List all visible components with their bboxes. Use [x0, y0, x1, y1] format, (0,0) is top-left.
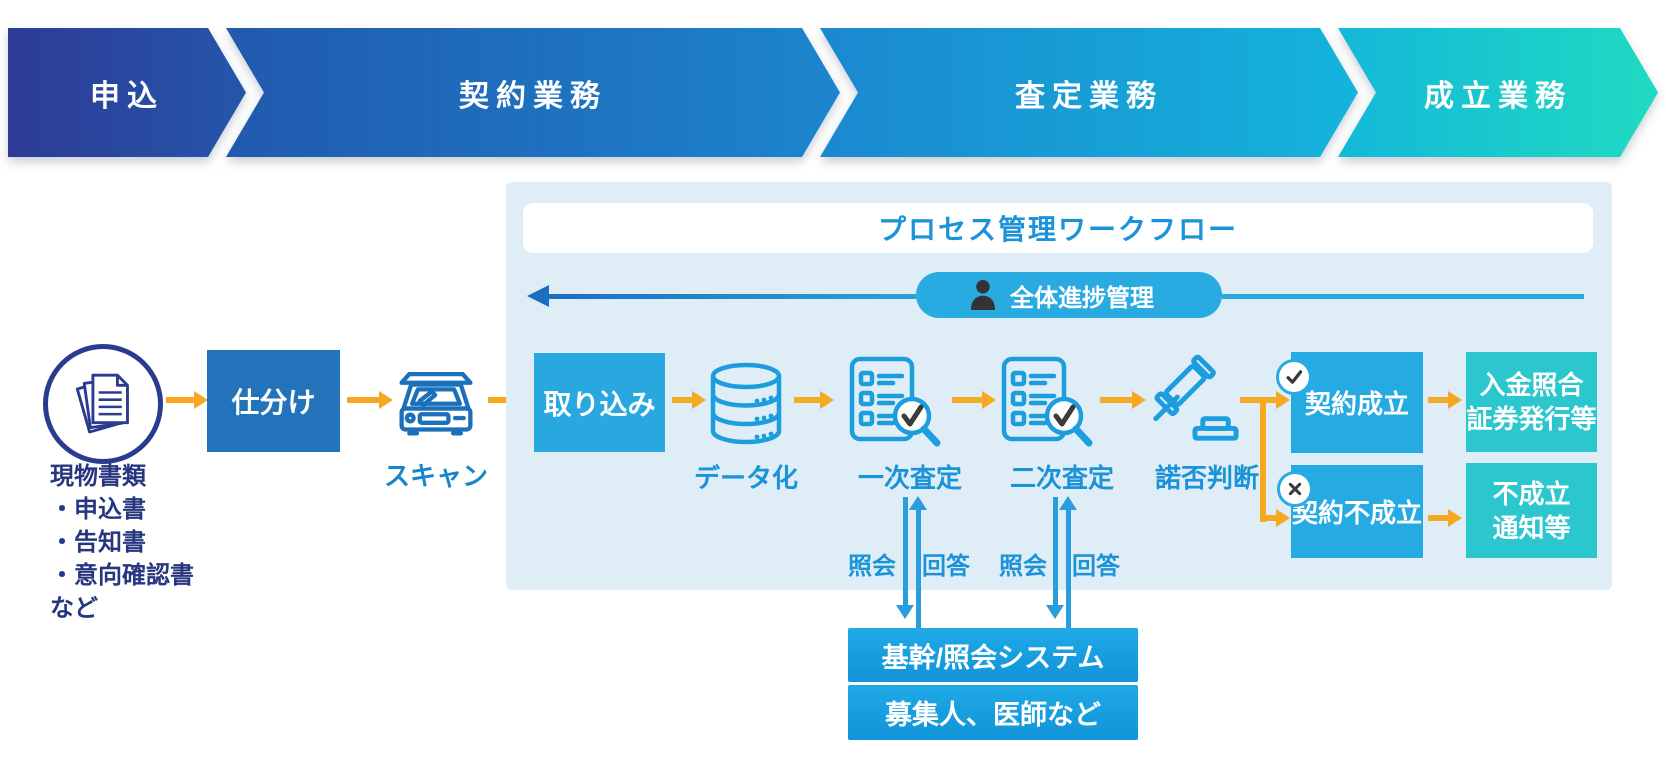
arrow-assess1-to-assess2 [952, 391, 996, 409]
rejected-next-line2: 通知等 [1492, 512, 1571, 543]
progress-line-right [1222, 294, 1584, 299]
arrow-import-to-data [672, 391, 706, 409]
inquiry-down-arrowhead-2 [1046, 605, 1064, 619]
arrow-branch-to-approved [1263, 391, 1290, 409]
caption-line: など [50, 595, 98, 622]
branch-vertical-line [1260, 397, 1266, 522]
phase-banner: 申込 契約業務 査定業務 成立業務 [0, 0, 1666, 170]
progress-arrowhead-icon [527, 285, 549, 307]
person-icon [971, 280, 995, 310]
people-box: 募集人、医師など [848, 685, 1138, 740]
reply-up-line-1 [916, 510, 921, 628]
reply-label-2: 回答 [1072, 553, 1120, 580]
overall-progress-label: 全体進捗管理 [1010, 284, 1154, 312]
phase-contract-work: 契約業務 [226, 28, 840, 157]
scanner-icon [399, 371, 473, 436]
caption-line: ・意向確認書 [50, 562, 194, 589]
core-system-label: 基幹/照会システム [881, 642, 1105, 673]
approved-next-line2: 証券発行等 [1466, 404, 1597, 434]
sort-step-label: 仕分け [231, 387, 316, 418]
sort-step-box: 仕分け [207, 350, 340, 452]
workflow-title: プロセス管理ワークフロー [877, 214, 1238, 245]
core-system-box: 基幹/照会システム [848, 628, 1138, 682]
workflow-title-bar: プロセス管理ワークフロー [523, 203, 1593, 253]
phase-label: 契約業務 [459, 79, 607, 113]
approved-box: 契約成立 [1291, 352, 1423, 453]
import-step-box: 取り込み [534, 353, 665, 452]
document-stack-icon [75, 373, 129, 434]
reply-up-arrowhead-2 [1059, 496, 1077, 510]
caption-line: ・申込書 [50, 496, 146, 523]
phase-completion-work: 成立業務 [1338, 28, 1658, 157]
import-step-label: 取り込み [543, 388, 656, 420]
inquiry-label-2: 照会 [999, 553, 1047, 580]
checklist-magnifier-icon [1001, 356, 1093, 447]
check-badge-icon [1276, 359, 1312, 395]
arrow-sort-to-scan [347, 391, 393, 409]
rejected-box: 契約不成立 [1291, 465, 1423, 558]
people-label: 募集人、医師など [885, 700, 1101, 730]
physical-documents-circle [43, 344, 163, 464]
physical-documents-caption: 現物書類 ・申込書 ・告知書 ・意向確認書 など [50, 460, 290, 625]
arrow-assess2-to-decision [1100, 391, 1146, 409]
cross-badge-icon [1277, 471, 1313, 507]
overall-progress-pill: 全体進捗管理 [916, 272, 1222, 318]
digitize-step-label: データ化 [693, 463, 798, 493]
arrow-approved-to-next [1428, 391, 1462, 409]
rejected-next-line1: 不成立 [1492, 478, 1571, 509]
phase-assessment-work: 査定業務 [820, 28, 1358, 157]
phase-label: 申込 [90, 79, 164, 113]
arrow-data-to-assess1 [794, 391, 834, 409]
checklist-magnifier-icon [849, 356, 941, 447]
approved-next-box: 入金照合 証券発行等 [1466, 352, 1597, 452]
rejected-next-box: 不成立 通知等 [1466, 463, 1597, 558]
inquiry-down-line-2 [1053, 497, 1058, 607]
caption-line: 現物書類 [50, 463, 146, 490]
decision-step-label: 諾否判断 [1154, 463, 1259, 493]
gavel-icon [1153, 354, 1239, 441]
inquiry-down-line-1 [903, 497, 908, 607]
reply-label-1: 回答 [922, 553, 970, 580]
approved-next-line1: 入金照合 [1479, 370, 1584, 400]
assess1-step-label: 一次査定 [857, 463, 962, 493]
database-icon [710, 362, 782, 445]
assess2-step-label: 二次査定 [1009, 463, 1114, 493]
inquiry-label-1: 照会 [848, 553, 896, 580]
reply-up-arrowhead-1 [909, 496, 927, 510]
caption-line: ・告知書 [50, 529, 146, 556]
phase-label: 成立業務 [1424, 79, 1572, 113]
arrow-docs-to-sort [166, 391, 208, 409]
rejected-label: 契約不成立 [1291, 498, 1422, 528]
inquiry-down-arrowhead-1 [896, 605, 914, 619]
branch-stub-line [1240, 397, 1266, 403]
phase-label: 査定業務 [1015, 79, 1163, 113]
reply-up-line-2 [1066, 510, 1071, 628]
arrow-rejected-to-next [1428, 509, 1462, 527]
progress-line-left [546, 294, 916, 299]
arrow-branch-to-rejected [1263, 509, 1290, 527]
phase-application: 申込 [8, 28, 246, 157]
scan-step-label: スキャン [383, 461, 488, 491]
approved-label: 契約成立 [1304, 389, 1409, 419]
